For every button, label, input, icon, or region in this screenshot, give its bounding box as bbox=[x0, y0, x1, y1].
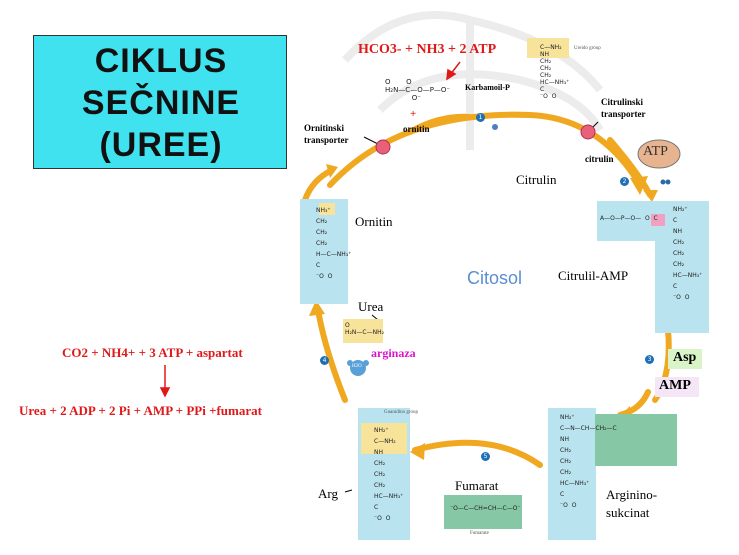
equation-products: Urea + 2 ADP + 2 Pi + AMP + PPi +fumarat bbox=[19, 403, 262, 418]
step-badge-4: 4 bbox=[320, 356, 329, 365]
amp-highlight bbox=[655, 377, 699, 397]
step-badge-5: 5 bbox=[481, 452, 490, 461]
arrowhead-top bbox=[630, 176, 648, 195]
atp-bubble bbox=[637, 139, 681, 169]
guanidino-label: Guanidino group bbox=[384, 410, 419, 415]
ornitin-amino-highlight bbox=[319, 203, 335, 215]
arrowhead-left bbox=[309, 300, 325, 316]
reactants-label: HCO3- + NH3 + 2 ATP bbox=[358, 42, 497, 57]
citrulin-label: Citrulin bbox=[516, 172, 557, 187]
arc-bottom bbox=[412, 439, 543, 468]
arrowhead-left-up bbox=[326, 164, 338, 178]
citrulil-amp-label: Citrulil-AMP bbox=[558, 268, 629, 283]
step-badge-1: 1 bbox=[476, 113, 485, 122]
fumarat-label: Fumarat bbox=[455, 478, 499, 493]
succinate-group bbox=[595, 414, 677, 466]
arc-right-bottom bbox=[617, 389, 651, 418]
ornitin-small-label: ornitin bbox=[403, 124, 430, 134]
citrulinski-line1: Citrulinski bbox=[601, 97, 644, 107]
arc-top bbox=[327, 111, 643, 188]
fumarate-panel bbox=[444, 495, 522, 529]
title-line-1: CIKLUS bbox=[94, 42, 228, 80]
title-box: CIKLUS SEČNINE (UREE) bbox=[33, 35, 287, 169]
ornitinski-line2: transporter bbox=[304, 135, 349, 145]
guanidino-group bbox=[361, 423, 407, 454]
argininosukcinat-label: Arginino- sukcinat bbox=[606, 486, 657, 522]
arc-left bbox=[315, 307, 348, 403]
equation-reactants: CO2 + NH4+ + 3 ATP + aspartat bbox=[62, 345, 243, 360]
atp-label: ATP bbox=[643, 144, 668, 159]
ornitin-transporter-sphere bbox=[375, 139, 391, 155]
fumarate-small-label: Fumarate bbox=[470, 531, 489, 536]
watermark-logo bbox=[342, 11, 604, 150]
citrulin-small-label: citrulin bbox=[585, 154, 614, 164]
ornitin-transporter-label: Ornitinski transporter bbox=[304, 122, 349, 146]
arg-label: Arg bbox=[318, 486, 338, 501]
citosol-label: Citosol bbox=[467, 268, 523, 288]
water-bubble bbox=[350, 360, 366, 376]
urea-label: Urea bbox=[358, 299, 384, 314]
asp-highlight bbox=[668, 349, 702, 369]
ureido-group bbox=[527, 38, 569, 58]
title-line-2: SEČNINE bbox=[81, 84, 241, 122]
amp-label: AMP bbox=[659, 378, 691, 393]
citrulil-amp-panel bbox=[655, 238, 709, 333]
ornitin-label: Ornitin bbox=[355, 214, 393, 229]
citrulil-oxygen-highlight bbox=[651, 214, 665, 226]
citrulil-amp-phosphate: A—O—P—O— O C bbox=[600, 215, 658, 222]
arginaza-label: arginaza bbox=[371, 346, 416, 360]
citrulin-transporter-label: Citrulinski transporter bbox=[601, 96, 646, 120]
h2o-label: H2O bbox=[352, 364, 362, 369]
citrulinski-line2: transporter bbox=[601, 109, 646, 119]
step-badge-3: 3 bbox=[645, 355, 654, 364]
urea-panel bbox=[343, 319, 383, 343]
argininosukcinat-line2: sukcinat bbox=[606, 505, 650, 520]
ureido-label: Ureido group bbox=[574, 46, 601, 51]
ornitinski-line1: Ornitinski bbox=[304, 123, 345, 133]
arrowhead-citrulin bbox=[643, 190, 658, 202]
ornitin-panel bbox=[300, 199, 348, 304]
title-line-3: (UREE) bbox=[99, 126, 223, 164]
asp-label: Asp bbox=[673, 350, 697, 365]
argininosukcinat-panel bbox=[548, 408, 596, 540]
step-badge-2: 2 bbox=[620, 177, 629, 186]
fumarate-structure: ⁻O—C—CH=CH—C—O⁻ bbox=[450, 505, 521, 512]
karbamoil-label: Karbamoil-P bbox=[465, 83, 510, 92]
arc-carbamoyl bbox=[407, 113, 473, 135]
argininosukcinat-line1: Arginino- bbox=[606, 487, 658, 502]
citrulin-transporter-sphere bbox=[580, 124, 596, 140]
plus-sign: + bbox=[410, 108, 417, 120]
arrowhead-bottom bbox=[410, 443, 425, 460]
